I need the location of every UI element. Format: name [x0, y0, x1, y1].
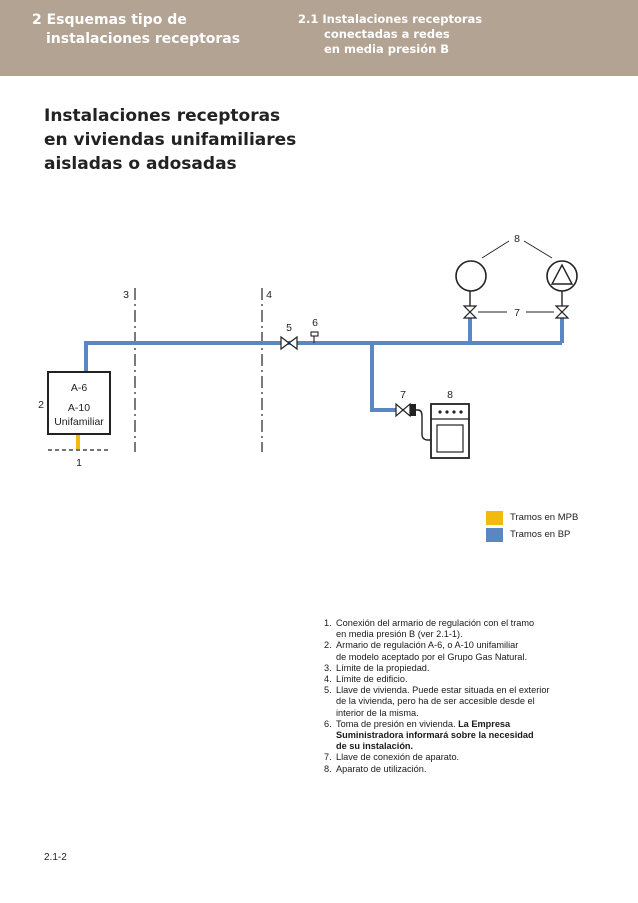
list-item: 2. Armario de regulación A-6, o A-10 uni… [324, 640, 624, 662]
note-number: 7. [324, 752, 332, 763]
appliance-valve-icon [554, 305, 570, 319]
list-item: 7. Llave de conexión de aparato. [324, 752, 624, 763]
note-text: de la vivienda, pero ha de ser accesible… [336, 696, 535, 707]
label-7-heaters: 7 [514, 307, 520, 319]
label-7-stove: 7 [400, 389, 406, 401]
note-text: Armario de regulación A-6, o A-10 unifam… [336, 640, 519, 651]
bp-pipes [84, 318, 564, 412]
list-item: 6. Toma de presión en vivienda. La Empre… [324, 719, 624, 753]
page-title-line1: Instalaciones receptoras [44, 106, 281, 126]
stove-knobs [438, 410, 463, 414]
cabinet-label-a6: A-6 [71, 382, 88, 394]
legend-swatch-mpb [486, 511, 503, 525]
chapter-title-line2: instalaciones receptoras [46, 31, 241, 47]
note-text-line: Toma de presión en vivienda. La Empresa [336, 719, 624, 730]
cabinet-label-unifamiliar: Unifamiliar [54, 416, 104, 428]
note-number: 1. [324, 618, 332, 628]
note-text: Llave de vivienda. Puede estar situada e… [336, 685, 550, 696]
note-bold-text: de su instalación. [336, 741, 414, 752]
note-number: 2. [324, 640, 332, 651]
legend-label-mpb: Tramos en MPB [510, 512, 579, 523]
label-8-stove: 8 [447, 389, 453, 401]
section-title-line3: en media presión B [324, 42, 450, 56]
note-bold-text: Suministradora informará sobre la necesi… [336, 730, 534, 741]
list-item: 4. Límite de edificio. [324, 674, 624, 685]
page-number: 2.1-2 [44, 852, 67, 863]
appliance-valve-icon [462, 305, 478, 319]
note-text: Límite de edificio. [336, 674, 408, 685]
label-4: 4 [266, 289, 272, 301]
note-text: Llave de conexión de aparato. [336, 752, 460, 763]
flexible-hose [416, 409, 431, 441]
house-valve-icon [280, 335, 298, 351]
leader-line [523, 240, 553, 259]
boiler-icon [455, 260, 487, 292]
label-6: 6 [312, 317, 318, 329]
note-text: Aparato de utilización. [336, 763, 427, 774]
page-title-line2: en viviendas unifamiliares [44, 130, 297, 150]
water-heater-triangle [550, 263, 574, 285]
label-2: 2 [38, 399, 44, 411]
label-8-heaters: 8 [514, 233, 520, 245]
chapter-title-line1: 2 Esquemas tipo de [32, 12, 187, 28]
legend-swatch-bp [486, 528, 503, 542]
section-title-line1: 2.1 Instalaciones receptoras [298, 12, 483, 26]
note-text: interior de la misma. [336, 707, 419, 718]
stove-oven-door [436, 424, 464, 453]
stove-valve-handle [410, 404, 416, 416]
regulation-cabinet [47, 371, 111, 435]
list-item: 1. Conexión del armario de regulación co… [324, 618, 624, 640]
note-text: Conexión del armario de regulación con e… [336, 618, 535, 628]
note-number: 3. [324, 662, 332, 673]
note-bold-text: La Empresa [458, 718, 511, 729]
note-text: Límite de la propiedad. [336, 662, 430, 673]
note-number: 6. [324, 718, 332, 729]
page-title-line3: aisladas o adosadas [44, 154, 237, 174]
header-band: 2 Esquemas tipo de instalaciones recepto… [0, 0, 638, 76]
label-1: 1 [76, 457, 82, 469]
leader-line [481, 240, 510, 259]
note-text: Toma de presión en vivienda. [336, 718, 459, 729]
note-text: de modelo aceptado por el Grupo Gas Natu… [336, 651, 528, 662]
notes-list: 1. Conexión del armario de regulación co… [324, 618, 624, 775]
cabinet-label-a10: A-10 [68, 402, 90, 414]
label-5: 5 [286, 322, 292, 334]
stove-valve-icon [395, 402, 411, 418]
list-item: 5. Llave de vivienda. Puede estar situad… [324, 685, 624, 719]
note-number: 4. [324, 674, 332, 685]
note-text: en media presión B (ver 2.1-1). [336, 629, 463, 640]
section-title-line2: conectadas a redes [324, 27, 450, 41]
legend-label-bp: Tramos en BP [510, 529, 571, 540]
note-number: 8. [324, 763, 332, 774]
list-item: 3. Límite de la propiedad. [324, 663, 624, 674]
list-item: 8. Aparato de utilización. [324, 764, 624, 775]
pressure-tap-icon [310, 331, 319, 343]
label-3: 3 [123, 289, 129, 301]
note-number: 5. [324, 685, 332, 696]
